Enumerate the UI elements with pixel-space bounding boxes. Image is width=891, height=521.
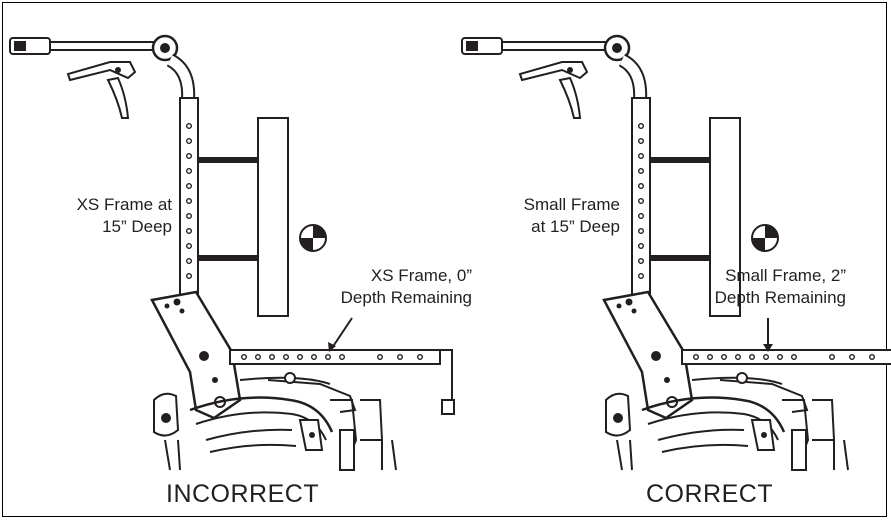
wheelchair-right bbox=[462, 36, 891, 470]
right-verdict: CORRECT bbox=[646, 480, 774, 508]
right-depth-label-line-1: Small Frame, 2” bbox=[725, 266, 846, 285]
right-depth-label-line-2: Depth Remaining bbox=[714, 288, 846, 307]
left-verdict: INCORRECT bbox=[166, 480, 320, 508]
right-frame-label-line-2: at 15” Deep bbox=[531, 217, 620, 236]
left-depth-label: XS Frame, 0” Depth Remaining bbox=[318, 265, 472, 309]
right-frame-label: Small Frame at 15” Deep bbox=[500, 194, 620, 238]
left-frame-label-line-2: 15” Deep bbox=[102, 217, 172, 236]
left-depth-label-line-1: XS Frame, 0” bbox=[370, 266, 472, 285]
wheelchair-left bbox=[10, 36, 454, 470]
left-depth-label-line-2: Depth Remaining bbox=[340, 288, 472, 307]
left-frame-label-line-1: XS Frame at bbox=[76, 195, 172, 214]
depth-arrow-left bbox=[331, 317, 353, 349]
right-frame-label-line-1: Small Frame bbox=[523, 195, 620, 214]
right-depth-label: Small Frame, 2” Depth Remaining bbox=[690, 265, 846, 309]
left-frame-label: XS Frame at 15” Deep bbox=[56, 194, 172, 238]
